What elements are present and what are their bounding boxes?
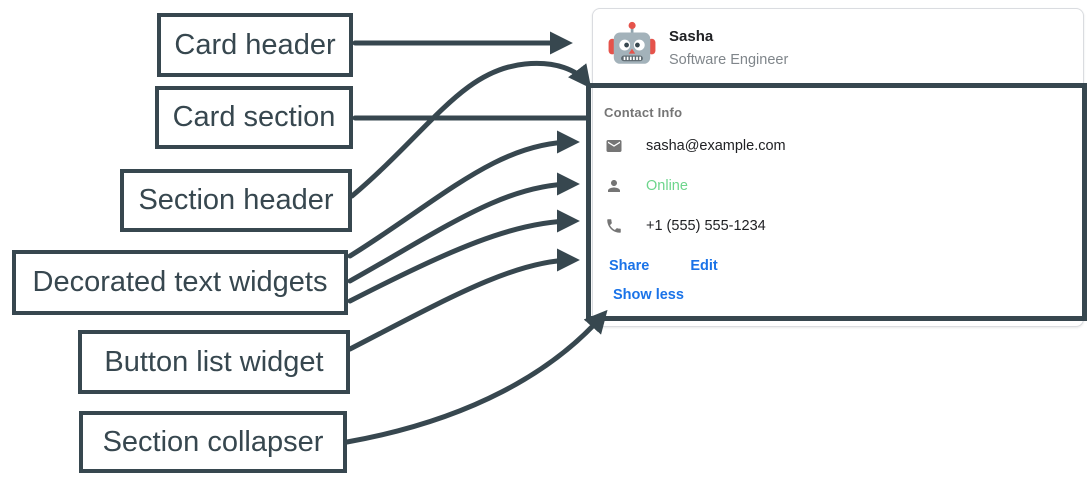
share-button[interactable]: Share <box>609 258 650 274</box>
decorated-text-widget-email: sasha@example.com <box>605 136 786 156</box>
edit-button[interactable]: Edit <box>690 258 718 274</box>
contact-card: Sasha Software Engineer Contact Info sas… <box>592 8 1084 327</box>
label-section-collapser: Section collapser <box>79 411 347 473</box>
card-header-title: Sasha <box>669 28 714 45</box>
status-text: Online <box>646 178 688 194</box>
decorated-text-widget-status: Online <box>605 176 688 196</box>
email-text: sasha@example.com <box>646 138 786 154</box>
section-collapser-arrow <box>344 309 608 445</box>
card-header-subtitle: Software Engineer <box>669 52 789 68</box>
button-list-widget: Share Edit <box>609 258 718 274</box>
label-card-section: Card section <box>155 86 353 149</box>
section-header-arrow <box>349 60 592 199</box>
label-card-header: Card header <box>157 13 353 77</box>
email-icon <box>606 140 622 152</box>
person-icon <box>608 180 620 192</box>
show-less-button[interactable]: Show less <box>613 287 684 303</box>
phone-text: +1 (555) 555-1234 <box>646 218 766 234</box>
label-section-header: Section header <box>120 169 352 232</box>
label-button-list-widget: Button list widget <box>78 330 350 394</box>
decorated-text-arrow-status <box>347 172 580 284</box>
decorated-text-arrow-email <box>347 130 580 259</box>
button-list-arrow <box>347 248 580 352</box>
section-header-title: Contact Info <box>604 105 683 120</box>
phone-icon <box>607 219 621 233</box>
decorated-text-widget-phone: +1 (555) 555-1234 <box>605 216 766 236</box>
label-decorated-text-widgets: Decorated text widgets <box>12 250 348 315</box>
decorated-text-arrow-phone <box>347 209 580 304</box>
robot-avatar-icon <box>608 21 656 64</box>
